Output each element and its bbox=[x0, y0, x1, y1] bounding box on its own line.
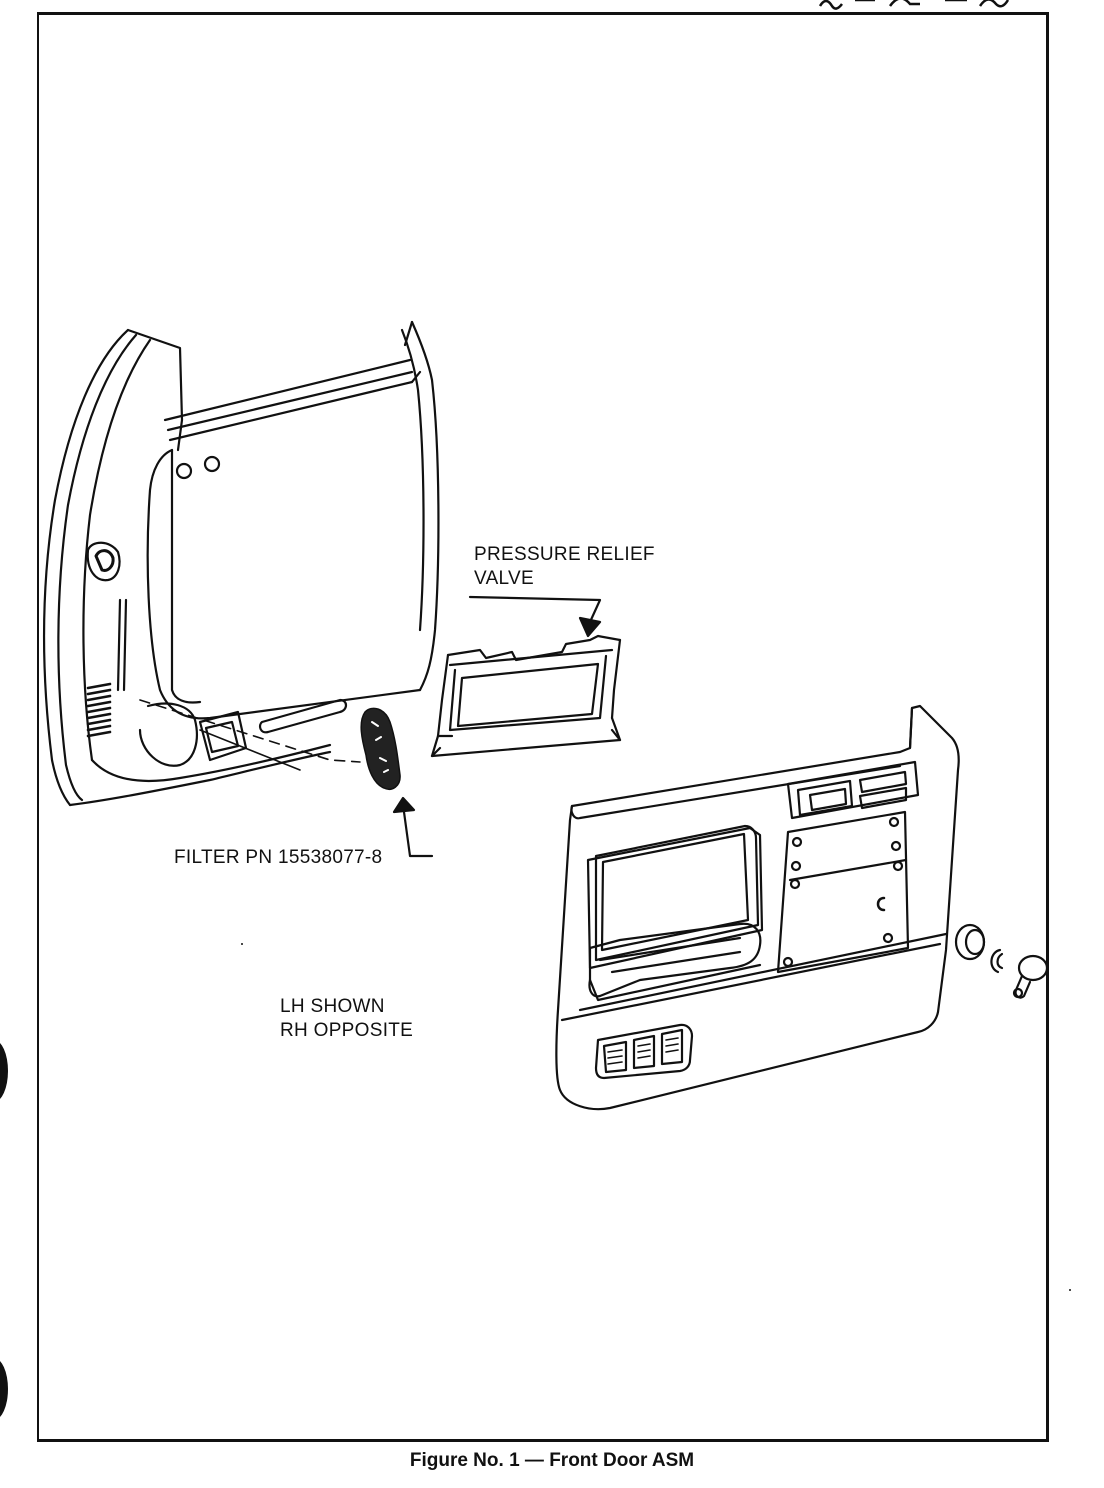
figure-caption: Figure No. 1 — Front Door ASM bbox=[409, 1450, 695, 1471]
valve-label-line2: VALVE bbox=[474, 568, 534, 589]
filter-part bbox=[360, 707, 401, 790]
door-trim-panel bbox=[555, 704, 960, 1111]
window-crank-hardware bbox=[954, 923, 1049, 999]
valve-leader-arrow bbox=[468, 595, 602, 638]
filter-label: FILTER PN 15538077-8 bbox=[174, 847, 383, 868]
binder-hole-top bbox=[0, 1040, 8, 1102]
binder-hole-bottom bbox=[0, 1358, 8, 1420]
handwritten-corner-mark bbox=[818, 0, 1010, 10]
pressure-relief-valve bbox=[430, 634, 622, 758]
valve-label-line1: PRESSURE RELIEF bbox=[474, 544, 655, 565]
door-inner-panel bbox=[43, 320, 440, 807]
side-label-line2: RH OPPOSITE bbox=[280, 1020, 414, 1041]
side-label-line1: LH SHOWN bbox=[280, 996, 385, 1017]
filter-leader-arrow bbox=[392, 796, 434, 858]
figure-frame bbox=[37, 12, 1049, 1442]
